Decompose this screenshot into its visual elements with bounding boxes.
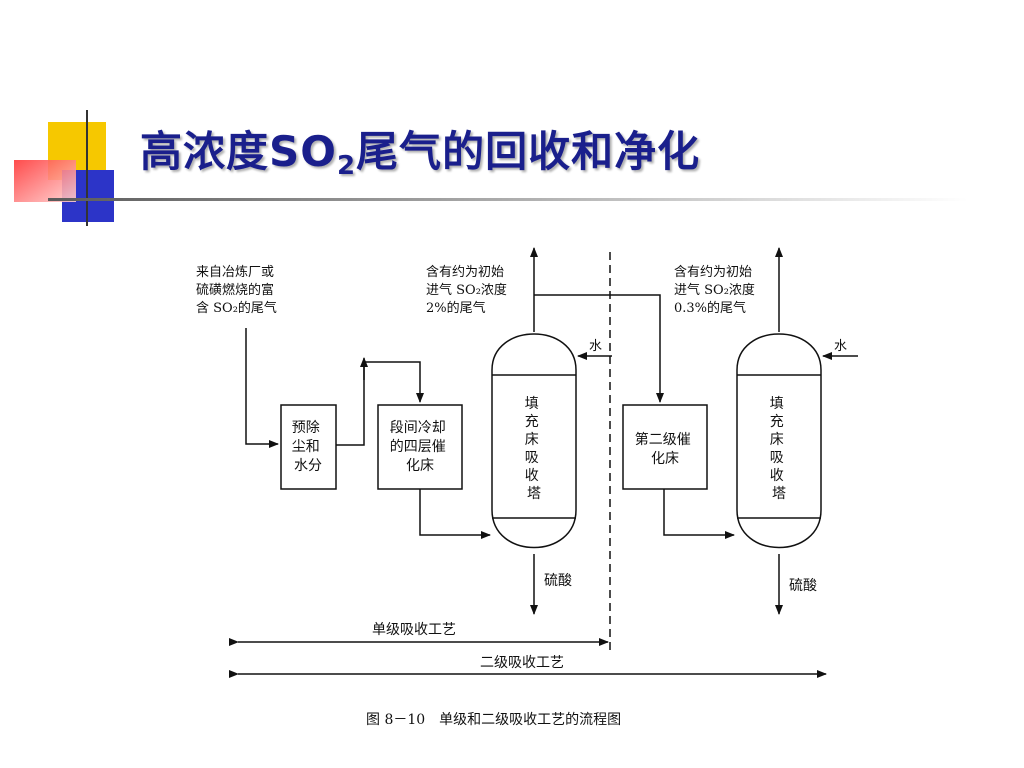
tail-gas-1-label: 含有约为初始 进气 SO₂浓度 2%的尾气 bbox=[426, 264, 511, 316]
source-label-line-2: 硫磺燃烧的富 bbox=[196, 282, 274, 298]
predust-box-label: 预除 尘和 水分 bbox=[292, 420, 324, 474]
second-bed-line-1: 第二级催 bbox=[635, 431, 691, 448]
deco-red-square bbox=[14, 160, 76, 202]
acid-2-label: 硫酸 bbox=[789, 578, 817, 594]
tower-1-label: 填 充 床 吸 收 塔 bbox=[525, 396, 543, 502]
bed2-to-tower2-arrow bbox=[663, 489, 735, 539]
source-label: 来自冶炼厂或 硫磺燃烧的富 含 SO₂的尾气 bbox=[196, 265, 278, 316]
process-flow-diagram: 来自冶炼厂或 硫磺燃烧的富 含 SO₂的尾气 含有约为初始 进气 SO₂浓度 2… bbox=[196, 247, 858, 728]
tower-1-char-5: 收 bbox=[525, 468, 539, 484]
tail-gas-1-line-3: 2%的尾气 bbox=[426, 300, 486, 316]
title-suffix: 尾气的回收和净化 bbox=[356, 127, 701, 176]
second-bed-box bbox=[622, 404, 708, 490]
tower-2-char-6: 塔 bbox=[772, 486, 786, 502]
predust-line-3: 水分 bbox=[294, 458, 322, 474]
second-bed-label: 第二级催 化床 bbox=[635, 431, 695, 467]
slide-decoration bbox=[14, 110, 968, 226]
absorber-tower-1 bbox=[491, 333, 577, 549]
bed-to-tower1-arrow bbox=[419, 489, 491, 539]
tower-1-char-6: 塔 bbox=[527, 486, 541, 502]
absorber-tower-2 bbox=[736, 333, 822, 549]
tail-gas-2-label: 含有约为初始 进气 SO₂浓度 0.3%的尾气 bbox=[674, 264, 759, 316]
title-prefix: 高浓度SO bbox=[140, 127, 337, 176]
deco-horizontal-rule bbox=[48, 198, 968, 201]
tower-2-char-4: 吸 bbox=[770, 450, 784, 466]
tower-2-char-3: 床 bbox=[770, 432, 784, 448]
four-layer-bed-label: 段间冷却 的四层催 化床 bbox=[390, 420, 450, 474]
deco-vertical-line bbox=[86, 110, 88, 226]
acid-1-label: 硫酸 bbox=[544, 573, 572, 589]
predust-line-2: 尘和 bbox=[292, 439, 320, 455]
tower1-to-bed2-arrow bbox=[534, 294, 664, 403]
feed-arrow bbox=[245, 328, 279, 448]
tail-gas-1-line-1: 含有约为初始 bbox=[426, 264, 504, 280]
tower-2-char-2: 充 bbox=[770, 414, 784, 430]
two-stage-label: 二级吸收工艺 bbox=[480, 655, 564, 671]
tower-2-char-1: 填 bbox=[770, 396, 784, 412]
four-layer-line-2: 的四层催 bbox=[390, 439, 446, 455]
tower-1-char-1: 填 bbox=[525, 396, 539, 412]
tower-1-char-4: 吸 bbox=[525, 450, 539, 466]
source-label-line-1: 来自冶炼厂或 bbox=[196, 265, 274, 280]
tower-1-char-3: 床 bbox=[525, 432, 539, 448]
tower-2-label: 填 充 床 吸 收 塔 bbox=[770, 396, 788, 502]
tail-gas-1-line-2: 进气 SO₂浓度 bbox=[426, 282, 507, 298]
source-label-line-3: 含 SO₂的尾气 bbox=[196, 300, 277, 316]
second-bed-line-2: 化床 bbox=[651, 451, 679, 467]
tail-gas-2-line-3: 0.3%的尾气 bbox=[674, 300, 746, 316]
tower-1-char-2: 充 bbox=[525, 414, 539, 430]
water-1-label: 水 bbox=[589, 339, 602, 354]
single-stage-label: 单级吸收工艺 bbox=[372, 622, 456, 638]
tail-gas-2-line-2: 进气 SO₂浓度 bbox=[674, 282, 755, 298]
four-layer-line-1: 段间冷却 bbox=[390, 420, 446, 436]
water-2-label: 水 bbox=[834, 339, 847, 354]
predust-box bbox=[280, 404, 337, 490]
page-title: 高浓度SO2尾气的回收和净化 bbox=[140, 118, 700, 181]
tail-gas-2-line-1: 含有约为初始 bbox=[674, 264, 752, 280]
figure-caption: 图 8－10 单级和二级吸收工艺的流程图 bbox=[366, 712, 621, 728]
predust-line-1: 预除 bbox=[292, 420, 320, 436]
title-subscript: 2 bbox=[336, 151, 357, 181]
tower-2-char-5: 收 bbox=[770, 468, 784, 484]
four-layer-line-3: 化床 bbox=[406, 458, 434, 474]
